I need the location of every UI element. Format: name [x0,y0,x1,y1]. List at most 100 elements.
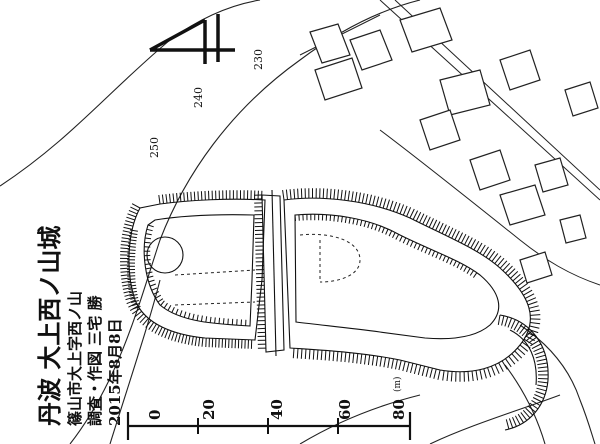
hachure-stroke [428,249,432,255]
hachure-stroke [153,291,160,295]
hachure-stroke [511,353,519,362]
hachure-stroke [187,335,191,345]
hachure-stroke [186,192,189,202]
hachure-stroke [312,349,315,360]
hachure-stroke [131,203,141,209]
scarp-hachures [119,188,549,430]
hachure-stroke [136,313,145,321]
hachure-stroke [521,286,531,293]
hachure-stroke [322,188,325,199]
hachure-stroke [537,362,548,366]
hachure-stroke [308,349,311,360]
hachure-stroke [356,353,359,364]
building [349,29,393,71]
hachure-stroke [128,236,137,239]
hachure-stroke [304,348,307,360]
hachure-stroke [192,313,195,320]
hachure-stroke [372,195,376,206]
hachure-stroke [521,327,530,337]
hachure-stroke [364,354,367,365]
hachure-stroke [409,208,415,219]
hachure-stroke [348,217,351,224]
hachure-stroke [157,326,163,336]
scale-bar [126,412,412,440]
hachure-stroke [435,252,439,259]
hachure-stroke [352,352,355,364]
hachure-stroke [214,317,216,324]
hachure-stroke [528,305,539,309]
hachure-stroke [324,350,327,361]
hachure-stroke [191,336,194,346]
hachure-stroke [326,188,328,199]
hachure-stroke [171,331,175,341]
hachure-stroke [530,322,541,325]
terrace-dash [299,233,361,283]
hachure-stroke [428,218,434,228]
hachure-stroke [438,253,443,260]
hachure-stroke [467,371,470,382]
hachure-stroke [498,362,504,372]
hachure-stroke [155,294,162,299]
hachure-stroke [525,407,534,416]
castle-ruins [119,188,549,431]
hachure-stroke [516,323,523,333]
hachure-stroke [399,204,405,214]
hachure-stroke [205,316,208,323]
hachure-stroke [127,278,136,281]
hachure-stroke [157,298,164,303]
hachure-stroke [399,235,403,242]
hachure-stroke [151,323,157,332]
building [469,149,511,191]
hachure-stroke [424,247,428,254]
hachure-stroke [123,290,133,294]
hachure-stroke [120,244,130,246]
hachure-stroke [128,242,137,245]
hachure-stroke [442,255,446,262]
hachure-stroke [132,305,141,310]
hachure-stroke [144,241,151,244]
hachure-stroke [172,193,175,203]
hachure-stroke [441,224,447,234]
hachure-stroke [510,319,516,329]
hachure-stroke [296,348,299,359]
contour-line [519,324,596,444]
contour-label-230: 230 [252,49,265,70]
hachure-stroke [146,271,153,274]
hachure-stroke [127,281,136,284]
building [309,23,351,64]
west-inner-bailey [143,214,255,327]
hachure-stroke [120,267,130,270]
building [499,49,541,91]
hachure-stroke [446,257,450,264]
contour-line [0,0,261,187]
hachure-stroke [520,412,528,421]
hachure-stroke [386,199,390,210]
hachure-stroke [535,390,546,396]
hachure-stroke [523,338,533,345]
hachure-stroke [121,280,131,284]
hachure-stroke [363,221,367,228]
hachure-stroke [471,370,474,382]
hachure-stroke [128,209,138,215]
hachure-stroke [122,230,132,234]
hachure-stroke [529,325,540,329]
hachure-stroke [537,384,548,388]
hachure-stroke [352,218,355,225]
hachure-stroke [459,264,464,271]
hachure-stroke [507,317,513,328]
hachure-stroke [354,191,358,202]
hachure-stroke [513,321,520,331]
hachure-stroke [320,350,323,361]
hachure-stroke [536,387,547,392]
hachure-stroke [524,330,532,339]
hachure-stroke [444,225,451,236]
hachure-stroke [406,362,410,373]
hachure-stroke [402,237,407,244]
map-location: 篠山市大上字西ノ山 [66,290,84,426]
hachure-stroke [449,258,454,265]
hachure-stroke [293,188,296,199]
central-causeway [271,189,277,357]
hachure-stroke [368,194,372,205]
hachure-stroke [167,330,172,340]
hachure-stroke [374,224,378,231]
